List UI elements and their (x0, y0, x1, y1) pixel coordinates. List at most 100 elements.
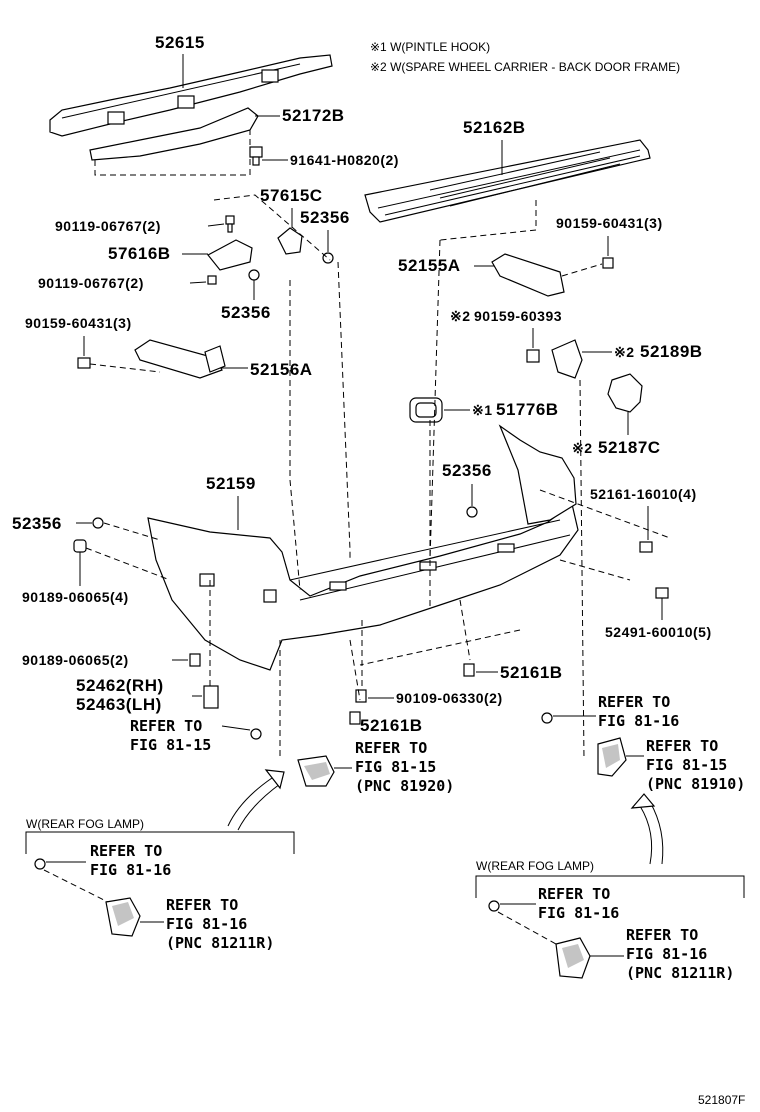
label-52156A: 52156A (250, 360, 313, 379)
label-52615: 52615 (155, 33, 205, 52)
arrow-right-up (630, 793, 664, 865)
mark-2-c: ※2 (572, 440, 593, 456)
ref4-line1: REFER TO (646, 737, 718, 755)
screw-90159-right (602, 257, 614, 269)
part-52189B-bracket (551, 339, 583, 379)
mark-2-b: ※2 (614, 344, 635, 360)
part-52162B-step-pad (364, 139, 651, 223)
bolt-91641 (249, 146, 263, 166)
label-52161-16010: 52161-16010(4) (590, 486, 697, 502)
bolt-90159-60393 (526, 349, 540, 363)
ref7-line2: FIG 81-16 (538, 904, 619, 922)
clip-52356-left (92, 517, 104, 529)
ref4-line3: (PNC 81910) (646, 775, 745, 793)
screw-52161B-a (463, 663, 475, 677)
ref6-line1: REFER TO (166, 896, 238, 914)
label-52463: 52463(LH) (76, 695, 162, 714)
label-90189-a: 90189-06065(4) (22, 589, 129, 605)
clip-fog-left (34, 858, 46, 870)
screw-90119-lower (207, 275, 217, 285)
ref3-line3: (PNC 81920) (355, 777, 454, 795)
clip-ref-left (250, 728, 262, 740)
ref5-line2: FIG 81-16 (90, 861, 171, 879)
bolt-52491 (655, 587, 669, 599)
label-52155A: 52155A (398, 256, 461, 275)
fog-lamp-box-left (25, 831, 295, 854)
ref5-line1: REFER TO (90, 842, 162, 860)
part-52615-reinforcement (49, 54, 333, 137)
label-57615C: 57615C (260, 186, 323, 205)
screw-52161B-b (349, 711, 361, 725)
fog-lamp-box-right (475, 875, 745, 898)
label-90159-right: 90159-60431(3) (556, 215, 663, 231)
label-90189-b: 90189-06065(2) (22, 652, 129, 668)
label-52356-top: 52356 (300, 208, 350, 227)
label-90119-lower: 90119-06767(2) (38, 275, 144, 291)
ref2-line2: FIG 81-16 (598, 712, 679, 730)
part-52172B-absorber (89, 107, 259, 161)
figure-id: 521807F (698, 1093, 745, 1107)
label-51776B: 51776B (496, 400, 559, 419)
label-52356-right: 52356 (442, 461, 492, 480)
ref4-line2: FIG 81-15 (646, 756, 727, 774)
ref1-line2: FIG 81-15 (130, 736, 211, 754)
clip-52356-mid (248, 269, 260, 281)
part-reflector-left (297, 755, 335, 787)
clip-ref-right (541, 712, 553, 724)
note-spare-wheel: ※2 W(SPARE WHEEL CARRIER - BACK DOOR FRA… (370, 60, 680, 74)
ref8-line1: REFER TO (626, 926, 698, 944)
label-52162B: 52162B (463, 118, 526, 137)
ref6-line3: (PNC 81211R) (166, 934, 274, 952)
nut-90189-a (73, 539, 87, 553)
ref7-line1: REFER TO (538, 885, 610, 903)
label-52187C: 52187C (598, 438, 661, 457)
part-52462-reflector-spacer (203, 685, 219, 709)
ref8-line3: (PNC 81211R) (626, 964, 734, 982)
label-52161B-a: 52161B (500, 663, 563, 682)
part-52156A-retainer (134, 339, 226, 379)
part-51776B-cover (409, 397, 443, 423)
ref2-line1: REFER TO (598, 693, 670, 711)
screw-52161-16010 (639, 541, 653, 553)
label-90159-left: 90159-60431(3) (25, 315, 132, 331)
mark-1: ※1 (472, 402, 493, 418)
label-52189B: 52189B (640, 342, 703, 361)
label-52491: 52491-60010(5) (605, 624, 712, 640)
screw-90119-upper (225, 215, 235, 233)
screw-90159-left (77, 357, 91, 369)
label-52159: 52159 (206, 474, 256, 493)
note-pintle-hook: ※1 W(PINTLE HOOK) (370, 40, 490, 54)
part-52155A-retainer (491, 253, 565, 297)
ref6-line2: FIG 81-16 (166, 915, 247, 933)
fog-lamp-right (555, 937, 591, 979)
ref8-line2: FIG 81-16 (626, 945, 707, 963)
clip-52356-right (466, 506, 478, 518)
part-57615C-bracket (277, 227, 303, 255)
label-90119-upper: 90119-06767(2) (55, 218, 161, 234)
fog-left-title: W(REAR FOG LAMP) (26, 817, 144, 831)
label-52356-left: 52356 (12, 514, 62, 533)
ref3-line1: REFER TO (355, 739, 427, 757)
label-52172B: 52172B (282, 106, 345, 125)
clip-52356-top (322, 252, 334, 264)
screw-90109 (355, 689, 367, 703)
ref1-line1: REFER TO (130, 717, 202, 735)
label-52356-mid: 52356 (221, 303, 271, 322)
label-90109: 90109-06330(2) (396, 690, 503, 706)
part-57616B-bracket (207, 239, 253, 271)
clip-fog-right (488, 900, 500, 912)
mark-2-a: ※2 (450, 308, 471, 324)
part-52159-bumper-cover (147, 424, 579, 671)
fog-lamp-left (105, 897, 141, 937)
label-52161B-b: 52161B (360, 716, 423, 735)
label-57616B: 57616B (108, 244, 171, 263)
label-52462: 52462(RH) (76, 676, 164, 695)
label-91641: 91641-H0820(2) (290, 152, 399, 168)
nut-90189-b (189, 653, 201, 667)
label-90159-60393: 90159-60393 (474, 308, 562, 324)
fog-right-title: W(REAR FOG LAMP) (476, 859, 594, 873)
part-reflector-right (597, 737, 627, 777)
part-52187C-cover (607, 373, 643, 413)
